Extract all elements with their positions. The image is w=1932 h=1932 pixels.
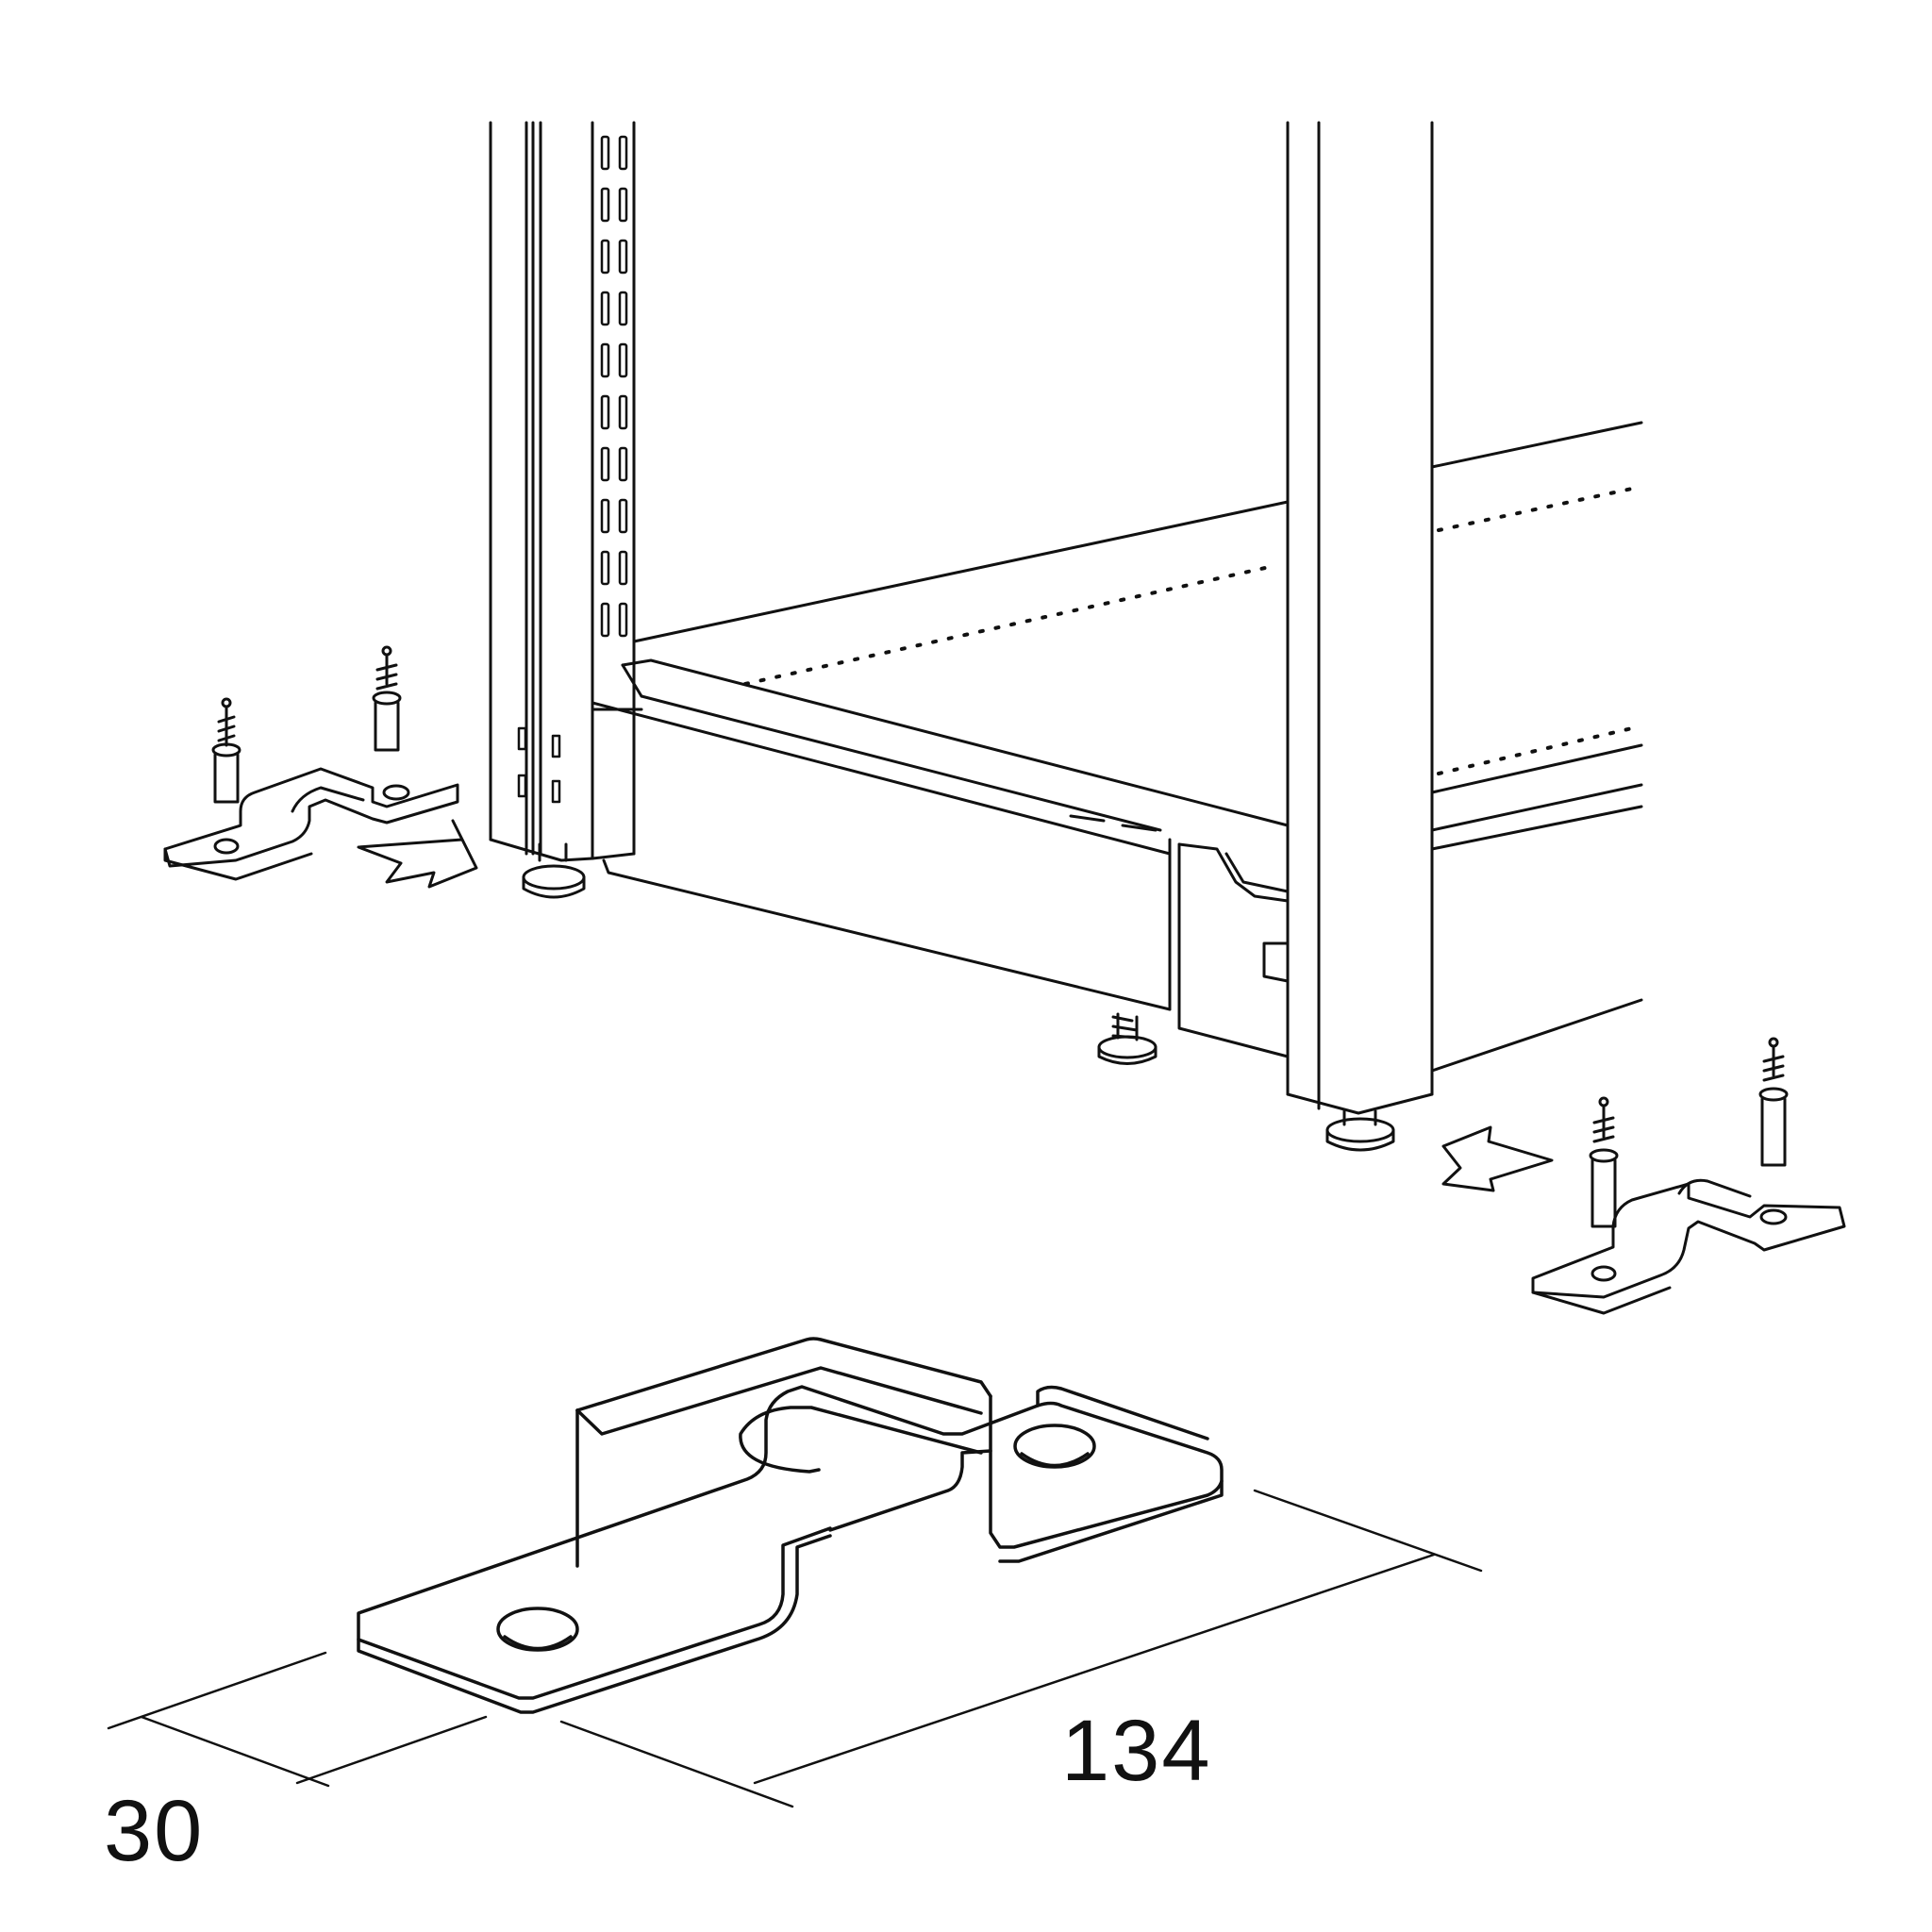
width-dimension-label: 134 bbox=[1061, 1703, 1212, 1799]
right-small-bracket bbox=[1531, 1178, 1846, 1315]
left-anchor-assembly bbox=[163, 645, 478, 889]
right-anchor-bolt-b bbox=[1758, 1037, 1789, 1167]
width-extension-left bbox=[559, 1720, 794, 1808]
left-arrow bbox=[357, 819, 478, 889]
right-arrow bbox=[1441, 1125, 1554, 1192]
left-small-bracket bbox=[163, 767, 459, 881]
dimension-lines bbox=[107, 1489, 1483, 1808]
depth-dimension-label: 30 bbox=[104, 1783, 205, 1879]
mounting-rail-slots bbox=[600, 135, 628, 638]
width-dimension-line bbox=[753, 1553, 1436, 1785]
post-latches bbox=[517, 726, 561, 804]
large-anchor-bracket bbox=[357, 1337, 1224, 1714]
front-right-post bbox=[1286, 121, 1434, 1115]
rack-cabinet bbox=[489, 121, 1643, 1152]
width-extension-right bbox=[1253, 1489, 1483, 1573]
front-left-post bbox=[489, 121, 636, 862]
front-base-panel bbox=[591, 658, 1643, 1073]
right-anchor-bolt-a bbox=[1589, 1096, 1619, 1228]
cabinet-floor bbox=[632, 421, 1643, 851]
front-right-leveling-foot bbox=[1325, 1109, 1395, 1152]
left-anchor-bolt-a bbox=[211, 697, 242, 804]
right-anchor-assembly bbox=[1441, 1037, 1846, 1315]
middle-leveling-foot bbox=[1097, 1012, 1158, 1065]
depth-extension-bottom bbox=[295, 1715, 488, 1785]
left-anchor-bolt-b bbox=[372, 645, 402, 752]
depth-extension-top bbox=[107, 1651, 327, 1730]
depth-dimension-line bbox=[140, 1715, 330, 1788]
front-left-leveling-foot bbox=[522, 842, 586, 899]
